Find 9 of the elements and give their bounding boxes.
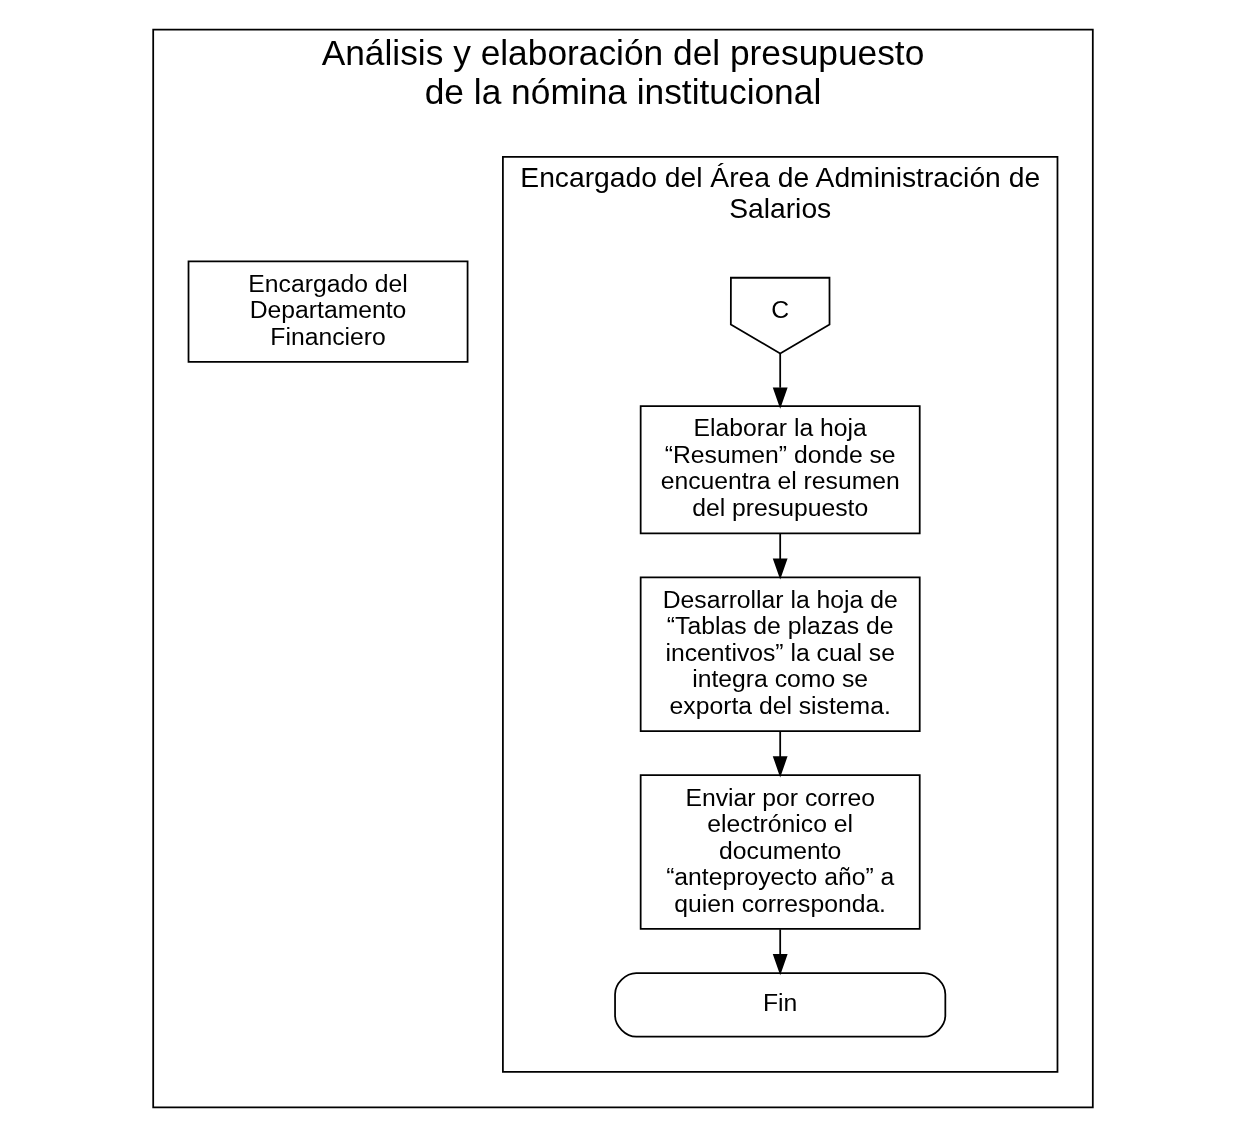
- node-box: Fin: [614, 972, 947, 1038]
- arrow: [772, 730, 788, 778]
- node-box: Enviar por correo electrónico el documento “anteproyecto año” a quien corresponda.: [639, 774, 921, 930]
- arrow: [772, 532, 788, 580]
- arrow: [772, 353, 788, 409]
- node-box: Encargado del Departamento Financiero: [187, 260, 469, 363]
- node-box: Elaborar la hoja “Resumen” donde se encuentra el resumen del presupuesto: [639, 405, 921, 535]
- arrow: [772, 928, 788, 976]
- node-box: Desarrollar la hoja de “Tablas de plazas de incentivos” la cual se integra como se exporta del sistema.: [639, 576, 921, 732]
